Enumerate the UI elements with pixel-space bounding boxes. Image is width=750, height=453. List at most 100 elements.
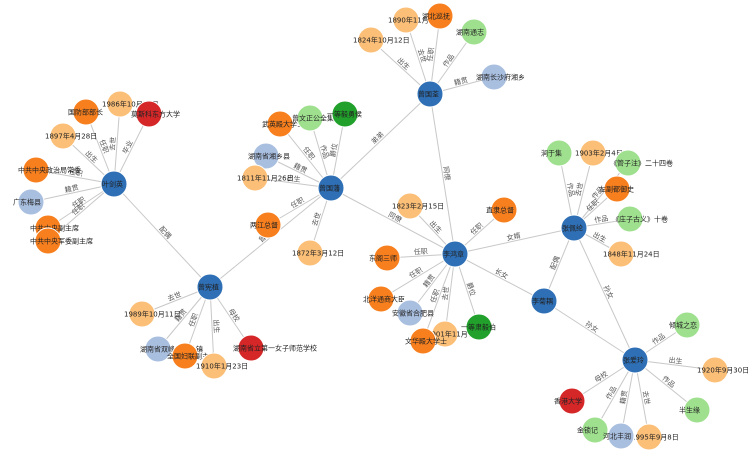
node-hkdx[interactable]: 香港大学 — [554, 387, 586, 415]
node-jyj[interactable]: 涧于集 — [541, 139, 573, 167]
node-lhz[interactable]: 李鸿章 — [441, 240, 469, 268]
node-jsj[interactable]: 金锁记 — [577, 416, 609, 444]
node-circle[interactable] — [296, 239, 324, 267]
node-zgq[interactable]: 曾国荃 — [416, 80, 444, 108]
node-circle[interactable] — [621, 346, 649, 374]
node-circle[interactable] — [317, 174, 345, 202]
node-ljo[interactable]: 李菊耦 — [530, 287, 558, 315]
node-circle[interactable] — [357, 26, 385, 54]
node-yyhh[interactable]: 一等毅勇侯 — [327, 100, 362, 128]
node-circle[interactable] — [396, 299, 424, 327]
node-circle[interactable] — [581, 416, 609, 444]
node-circle[interactable] — [683, 396, 711, 424]
node-t1920[interactable]: 1920年9月30日 — [697, 356, 749, 384]
node-circle[interactable] — [106, 90, 134, 118]
node-circle[interactable] — [701, 356, 729, 384]
node-wyddxs[interactable]: 武英殿大学士 — [262, 110, 304, 138]
node-circle[interactable] — [480, 63, 508, 91]
node-circle[interactable] — [409, 327, 437, 355]
node-t1811[interactable]: 1811年11月26日 — [237, 164, 294, 192]
node-bsy[interactable]: 半生缘 — [679, 396, 711, 424]
node-gfbz[interactable]: 国防部部长 — [68, 98, 103, 126]
node-circle[interactable] — [49, 122, 77, 150]
node-circle[interactable] — [34, 227, 62, 255]
node-hncsfx[interactable]: 湖南长沙府湘乡 — [476, 63, 525, 91]
node-bytsdc[interactable]: 北洋通商大臣 — [363, 285, 405, 313]
node-t1903[interactable]: 1903年2月4日 — [575, 139, 623, 167]
node-hnslnz[interactable]: 湖南省立第一女子师范学校 — [233, 334, 317, 362]
node-circle[interactable] — [416, 80, 444, 108]
node-circle[interactable] — [635, 423, 663, 451]
node-circle[interactable] — [558, 387, 586, 415]
node-t1890[interactable]: 1890年11月13日 — [388, 6, 445, 34]
node-circle[interactable] — [579, 139, 607, 167]
node-t1897[interactable]: 1897年4月28日 — [45, 122, 97, 150]
node-ljzd[interactable]: 两江总督 — [250, 211, 282, 239]
node-circle[interactable] — [560, 214, 588, 242]
node-zgzzj[interactable]: 中共中央政治局常委 — [18, 156, 81, 184]
node-t1848[interactable]: 1848年11月24日 — [603, 240, 660, 268]
node-circle[interactable] — [237, 334, 265, 362]
node-circle[interactable] — [603, 175, 631, 203]
node-t1872[interactable]: 1872年3月12日 — [292, 239, 344, 267]
node-t1995[interactable]: 1995年9月8日 — [631, 423, 679, 451]
node-circle[interactable] — [396, 192, 424, 220]
node-circle[interactable] — [196, 273, 224, 301]
node-circle[interactable] — [331, 100, 359, 128]
node-circle[interactable] — [266, 110, 294, 138]
node-circle[interactable] — [100, 170, 128, 198]
node-hntz[interactable]: 湖南通志 — [456, 18, 488, 46]
node-circle[interactable] — [200, 352, 228, 380]
node-t1910[interactable]: 1910年1月23日 — [196, 352, 248, 380]
node-circle[interactable] — [616, 205, 644, 233]
node-zal[interactable]: 张爱玲 — [621, 346, 649, 374]
node-circle[interactable] — [72, 98, 100, 126]
node-ahhf[interactable]: 安徽省合肥县 — [392, 299, 434, 327]
node-circle[interactable] — [607, 240, 635, 268]
node-circle[interactable] — [673, 311, 701, 339]
node-moscow[interactable]: 莫斯科东方大学 — [131, 100, 180, 128]
node-circle[interactable] — [460, 18, 488, 46]
node-circle[interactable] — [392, 6, 420, 34]
node-zpl[interactable]: 张佩纶 — [560, 214, 588, 242]
node-circle[interactable] — [17, 188, 45, 216]
node-circle[interactable] — [128, 300, 156, 328]
node-circle[interactable] — [545, 139, 573, 167]
node-circle[interactable] — [171, 342, 199, 370]
node-circle[interactable] — [22, 156, 50, 184]
node-circle[interactable] — [614, 149, 642, 177]
node-zjz[interactable]: 曾宪植 — [196, 273, 224, 301]
node-circle[interactable] — [373, 244, 401, 272]
node-hbxf[interactable]: 湖北巡抚 — [422, 2, 454, 30]
node-gzz[interactable]: 《管子注》二十四卷 — [610, 149, 673, 177]
node-t1823[interactable]: 1823年2月15日 — [392, 192, 444, 220]
node-hnxxx[interactable]: 湖南省湘乡县 — [248, 142, 290, 170]
node-yjy[interactable]: 叶剑英 — [100, 170, 128, 198]
node-zyfs[interactable]: 左副都御史 — [599, 175, 634, 203]
node-zgjwfzx[interactable]: 中共中央军委副主席 — [30, 227, 93, 255]
node-circle[interactable] — [144, 335, 172, 363]
node-t1824[interactable]: 1824年10月12日 — [353, 26, 410, 54]
node-circle[interactable] — [441, 240, 469, 268]
node-zlzd[interactable]: 直隶总督 — [486, 196, 518, 224]
node-zzgy[interactable]: 《庄子古义》十卷 — [612, 205, 668, 233]
node-t1989[interactable]: 1989年10月11日 — [124, 300, 181, 328]
node-qgfl[interactable]: 全国妇联副主席 — [167, 342, 216, 370]
node-zzd[interactable]: 曾国藩 — [317, 174, 345, 202]
node-t1986[interactable]: 1986年10月22日 — [102, 90, 159, 118]
node-hbfr[interactable]: 河北丰润 — [603, 422, 635, 450]
node-zwzgqj[interactable]: 曾文正公全集 — [292, 104, 334, 132]
node-circle[interactable] — [254, 211, 282, 239]
node-dgsy[interactable]: 东阁三师 — [369, 244, 401, 272]
node-whdxs[interactable]: 文华殿大学士 — [405, 327, 447, 355]
node-circle[interactable] — [607, 422, 635, 450]
node-circle[interactable] — [490, 196, 518, 224]
node-qczl[interactable]: 倾城之恋 — [669, 311, 701, 339]
node-circle[interactable] — [465, 313, 493, 341]
node-gdmx[interactable]: 广东梅县 — [13, 188, 45, 216]
node-circle[interactable] — [530, 287, 558, 315]
node-circle[interactable] — [252, 142, 280, 170]
node-circle[interactable] — [426, 2, 454, 30]
node-circle[interactable] — [296, 104, 324, 132]
